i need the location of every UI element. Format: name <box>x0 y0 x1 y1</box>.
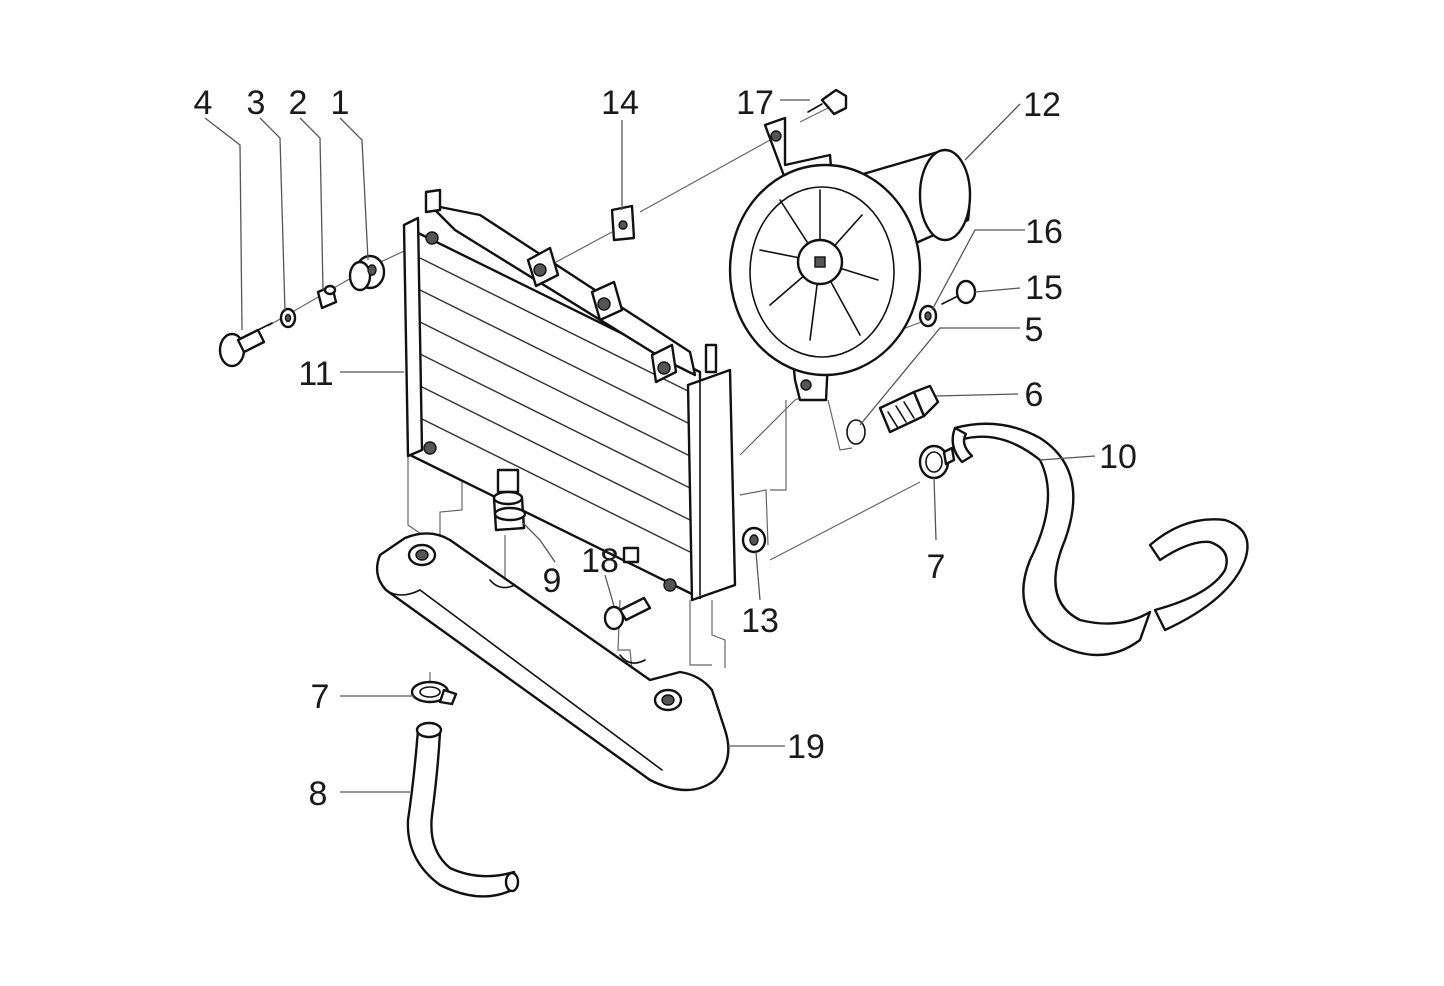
callout-4: 4 <box>194 84 213 122</box>
callout-15: 15 <box>1025 269 1063 307</box>
screw-part-15 <box>941 279 977 305</box>
callout-17: 17 <box>736 84 774 122</box>
callout-11: 11 <box>298 355 333 393</box>
plate-part-14 <box>610 204 636 242</box>
screw-part-17 <box>807 88 848 116</box>
screw-part-4 <box>218 322 273 368</box>
grommet-part-1 <box>348 254 386 292</box>
callout-19: 19 <box>787 728 825 766</box>
callout-14: 14 <box>601 84 639 122</box>
callout-16: 16 <box>1025 213 1063 251</box>
callout-1: 1 <box>331 84 350 122</box>
callout-7-left: 7 <box>311 678 330 716</box>
callout-2: 2 <box>289 84 308 122</box>
hose-part-10 <box>951 422 1249 657</box>
callout-13: 13 <box>741 602 779 640</box>
o-ring-part-5 <box>846 419 866 445</box>
radiator <box>402 188 737 602</box>
callout-5: 5 <box>1025 311 1044 349</box>
bolt-part-18 <box>603 546 652 631</box>
grommet-part-9 <box>492 490 527 532</box>
spacer-part-2 <box>316 284 338 310</box>
washer-part-3 <box>279 307 297 329</box>
callout-8: 8 <box>309 775 328 813</box>
washer-part-16 <box>918 304 938 328</box>
callout-12: 12 <box>1023 86 1061 124</box>
callout-3: 3 <box>247 84 266 122</box>
hose-part-8 <box>406 721 520 898</box>
callout-7-right: 7 <box>927 548 946 586</box>
callout-18: 18 <box>581 542 619 580</box>
clamp-part-7-left <box>410 680 458 706</box>
expansion-tank <box>375 532 730 792</box>
nut-part-13 <box>741 526 767 554</box>
leader-lines <box>204 99 1096 793</box>
callout-10: 10 <box>1099 438 1137 476</box>
callout-6: 6 <box>1025 376 1044 414</box>
callout-9: 9 <box>543 562 562 600</box>
sensor-part-6 <box>878 384 940 434</box>
cooling-fan <box>728 116 972 402</box>
clamp-part-7-right <box>918 444 956 480</box>
